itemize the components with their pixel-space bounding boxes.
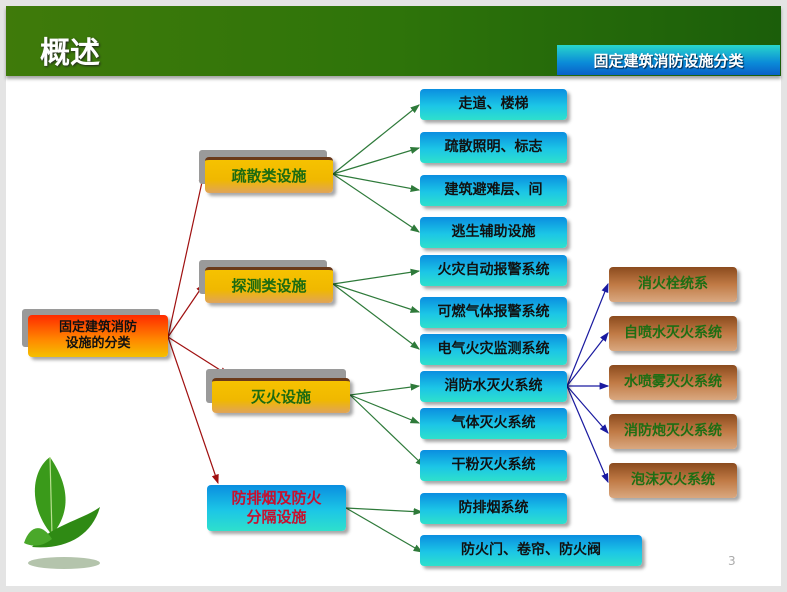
water-sprinkler: 自喷水灭火系统 bbox=[609, 316, 737, 351]
edge-root-smoke bbox=[167, 336, 219, 485]
item-refuge-floor: 建筑避难层、间 bbox=[420, 175, 567, 206]
category-label-2: 分隔设施 bbox=[246, 508, 307, 526]
item-fire-doors: 防火门、卷帘、防火阀 bbox=[420, 535, 642, 566]
page-number: 3 bbox=[728, 554, 736, 568]
leaf-icon bbox=[24, 456, 100, 569]
item-gas-alarm: 可燃气体报警系统 bbox=[420, 297, 567, 328]
category-label-1: 防排烟及防火 bbox=[231, 489, 322, 508]
item-electrical-monitor: 电气火灾监测系统 bbox=[420, 334, 567, 365]
category-evacuation: 疏散类设施 bbox=[205, 157, 333, 193]
item-escape-aids: 逃生辅助设施 bbox=[420, 217, 567, 248]
item-water-system: 消防水灭火系统 bbox=[420, 371, 567, 402]
item-smoke-exhaust: 防排烟系统 bbox=[420, 493, 567, 524]
water-mist: 水喷雾灭火系统 bbox=[609, 365, 737, 400]
root-node: 固定建筑消防设施的分类 bbox=[28, 315, 168, 357]
item-powder-system: 干粉灭火系统 bbox=[420, 450, 567, 481]
section-subtitle: 固定建筑消防设施分类 bbox=[557, 45, 780, 75]
water-foam: 泡沫灭火系统 bbox=[609, 463, 737, 498]
item-evac-lighting: 疏散照明、标志 bbox=[420, 132, 567, 163]
water-cannon: 消防炮灭火系统 bbox=[609, 414, 737, 449]
category-detection: 探测类设施 bbox=[205, 267, 333, 303]
page-title: 概述 bbox=[40, 36, 100, 71]
root-label-2: 设施的分类 bbox=[65, 336, 131, 351]
root-label-1: 固定建筑消防 bbox=[58, 319, 137, 335]
edge-root-evac bbox=[167, 171, 206, 338]
edge-root-extinguish bbox=[167, 336, 230, 376]
category-smoke-fire-separation: 防排烟及防火分隔设施 bbox=[207, 485, 346, 531]
category-extinguishing: 灭火设施 bbox=[212, 378, 350, 413]
edge-root-detect bbox=[167, 283, 205, 338]
item-corridor-stairs: 走道、楼梯 bbox=[420, 89, 567, 120]
item-fire-alarm: 火灾自动报警系统 bbox=[420, 255, 567, 286]
item-gas-system: 气体灭火系统 bbox=[420, 408, 567, 439]
water-hydrant: 消火栓统系 bbox=[609, 267, 737, 302]
